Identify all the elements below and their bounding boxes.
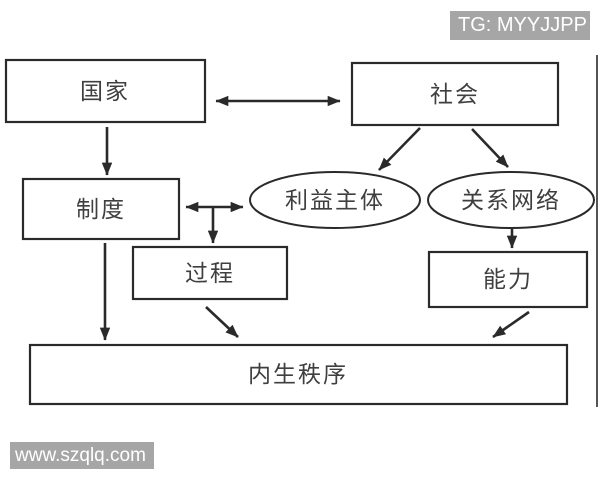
node-label-state: 国家 [80, 79, 130, 105]
node-label-society: 社会 [430, 82, 480, 108]
arrow-process-endogenous-order [205, 306, 239, 338]
node-box-process [131, 245, 289, 301]
watermark-website: www.szqlq.com [10, 442, 154, 469]
node-box-society [350, 61, 560, 127]
node-box-endogenous-order [28, 343, 569, 406]
node-label-institution: 制度 [76, 197, 126, 223]
node-label-interest-subjects: 利益主体 [285, 188, 385, 214]
node-ellipse-interest-subjects [249, 171, 421, 229]
node-label-capability: 能力 [483, 267, 533, 293]
node-label-relationship-network: 关系网络 [461, 188, 561, 214]
arrow-society-interest-subjects [378, 127, 421, 171]
node-box-capability [427, 250, 589, 309]
watermark-telegram: TG: MYYJJPP [450, 11, 590, 40]
arrow-society-relationship-network [471, 128, 509, 168]
arrow-capability-endogenous-order [492, 310, 530, 339]
node-label-process: 过程 [185, 261, 235, 287]
node-label-endogenous-order: 内生秩序 [248, 362, 348, 388]
node-box-institution [21, 177, 181, 241]
node-box-state [4, 58, 207, 124]
node-ellipse-relationship-network [427, 171, 595, 229]
